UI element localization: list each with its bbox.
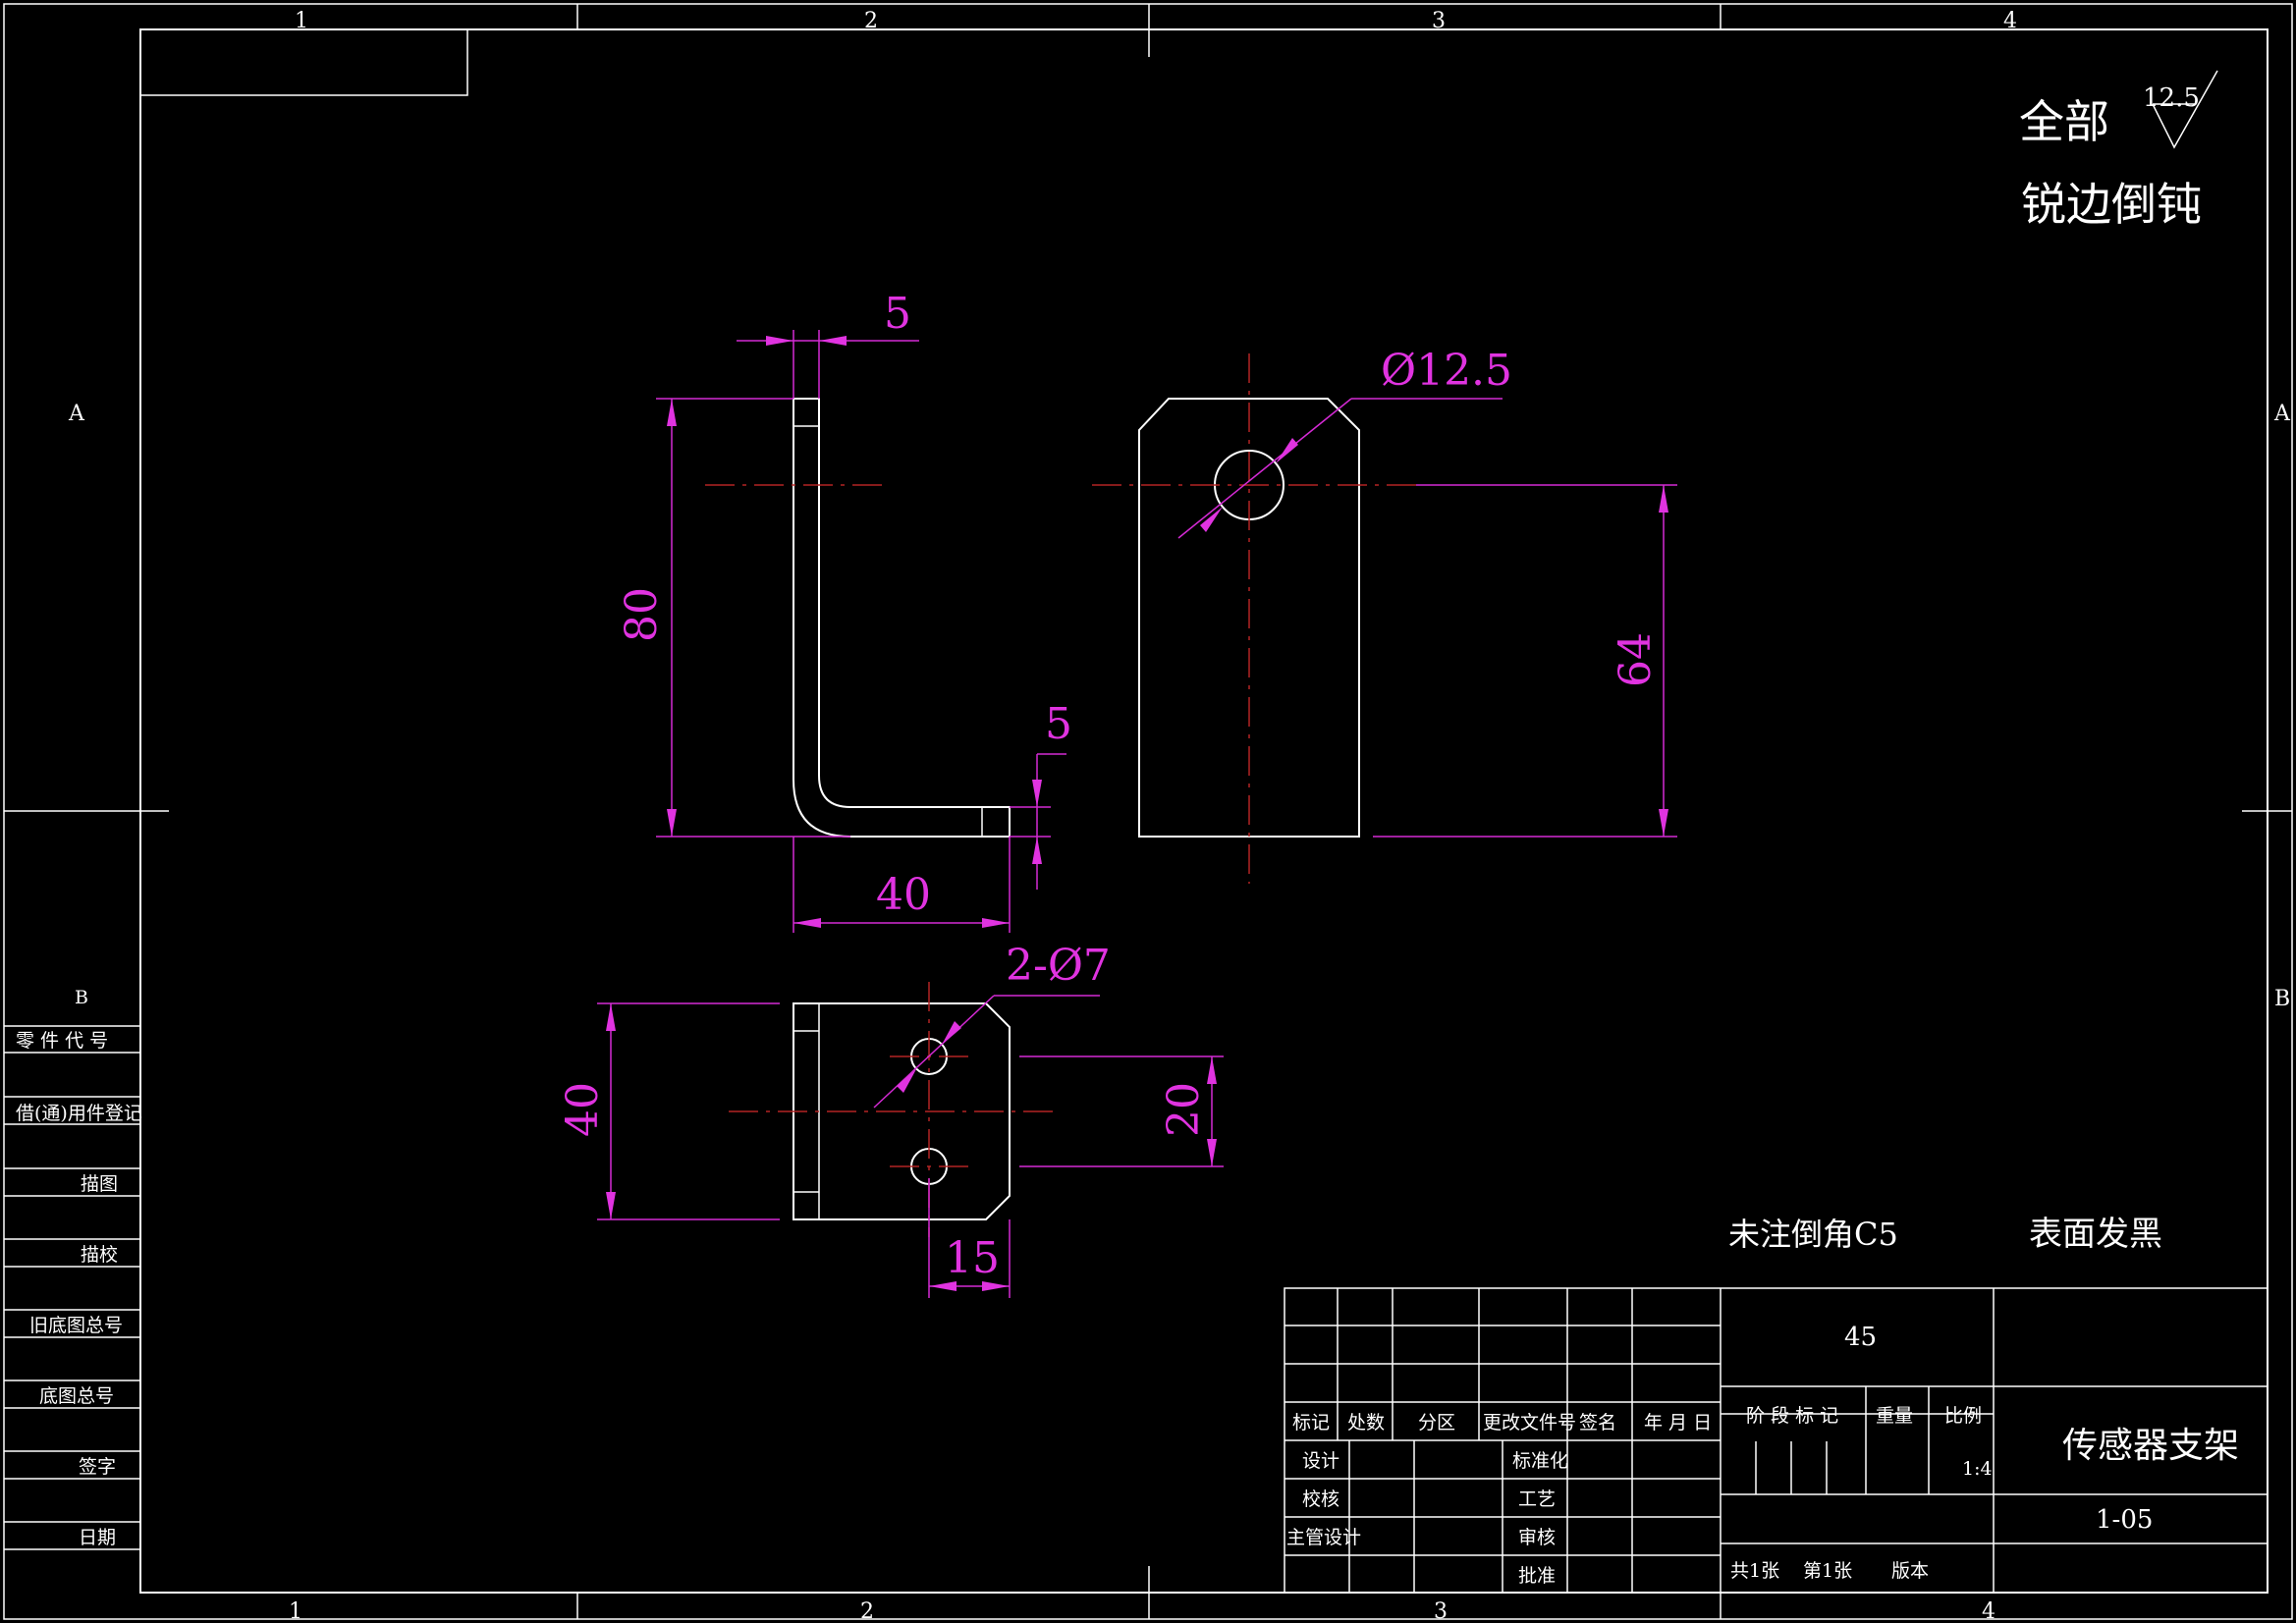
zone-label-left-a: A bbox=[68, 402, 85, 426]
zone-label-top-2: 2 bbox=[864, 9, 878, 33]
dim-hole-offset-15: 15 bbox=[945, 1233, 1000, 1283]
tb-role-check: 校核 bbox=[1302, 1488, 1339, 1510]
zone-label-right-a: A bbox=[2273, 402, 2291, 426]
tb-role-process: 工艺 bbox=[1518, 1488, 1556, 1510]
dim-hole-spacing-20: 20 bbox=[1159, 1082, 1209, 1137]
tb-header-date: 年 月 日 bbox=[1644, 1412, 1712, 1434]
tb-header-signature: 签名 bbox=[1579, 1412, 1616, 1434]
dim-width-40: 40 bbox=[558, 1082, 608, 1137]
tb-role-review: 审核 bbox=[1518, 1527, 1556, 1548]
tb-scale-value: 1:4 bbox=[1962, 1458, 1993, 1480]
tb-header-zone: 分区 bbox=[1418, 1412, 1455, 1434]
dim-hole-diameter: Ø12.5 bbox=[1381, 346, 1512, 396]
dim-height-80: 80 bbox=[617, 587, 667, 642]
left-row-base-no: 底图总号 bbox=[39, 1385, 114, 1407]
zone-ticks bbox=[4, 4, 2292, 1619]
tb-drawing-number: 1-05 bbox=[2096, 1505, 2153, 1535]
zone-label-bottom-2: 2 bbox=[860, 1599, 874, 1623]
dim-hole-height-64: 64 bbox=[1611, 632, 1661, 687]
chamfer-note: 未注倒角C5 bbox=[1728, 1216, 1898, 1253]
tb-weight-label: 重量 bbox=[1876, 1405, 1913, 1427]
dim-length-40: 40 bbox=[876, 870, 931, 920]
tb-header-count: 处数 bbox=[1347, 1412, 1385, 1434]
roughness-value: 12.5 bbox=[2143, 83, 2200, 113]
tb-part-name: 传感器支架 bbox=[2062, 1426, 2239, 1466]
side-view-outline bbox=[793, 398, 1011, 838]
tb-role-approve: 批准 bbox=[1518, 1565, 1556, 1587]
left-row-part-code: 零 件 代 号 bbox=[16, 1030, 108, 1052]
tb-scale-label: 比例 bbox=[1944, 1405, 1982, 1427]
dim-two-holes: 2-Ø7 bbox=[1006, 941, 1111, 991]
tb-version-label: 版本 bbox=[1891, 1560, 1929, 1582]
left-row-old-base-no: 旧底图总号 bbox=[29, 1315, 123, 1336]
zone-label-top-3: 3 bbox=[1432, 9, 1446, 33]
tb-sheet-number: 第1张 bbox=[1803, 1560, 1852, 1582]
zone-label-bottom-4: 4 bbox=[1982, 1599, 1995, 1623]
zone-label-top-4: 4 bbox=[2003, 9, 2017, 33]
tb-role-standardize: 标准化 bbox=[1512, 1450, 1568, 1472]
left-row-trace-check: 描校 bbox=[81, 1244, 118, 1266]
bottom-view: 2-Ø7 40 20 15 bbox=[558, 941, 1224, 1298]
top-left-box bbox=[139, 28, 468, 96]
title-block bbox=[1284, 1287, 2269, 1594]
front-view: Ø12.5 64 bbox=[1092, 346, 1677, 884]
zone-label-right-b: B bbox=[2274, 987, 2290, 1011]
tb-header-mark: 标记 bbox=[1292, 1412, 1330, 1434]
left-row-date: 日期 bbox=[79, 1527, 116, 1548]
tb-role-chief-design: 主管设计 bbox=[1286, 1527, 1361, 1548]
roughness-prefix: 全部 bbox=[2019, 95, 2109, 148]
left-row-signature: 签字 bbox=[79, 1456, 116, 1478]
left-row-trace: 描图 bbox=[81, 1173, 118, 1195]
tb-role-design: 设计 bbox=[1302, 1450, 1339, 1472]
front-view-outline bbox=[1138, 398, 1360, 838]
left-label-b: B bbox=[75, 987, 88, 1008]
side-view: 5 80 5 40 bbox=[617, 289, 1072, 933]
dim-thickness-side: 5 bbox=[1045, 699, 1072, 749]
dim-thickness-top: 5 bbox=[884, 289, 911, 339]
zone-label-bottom-3: 3 bbox=[1434, 1599, 1448, 1623]
edge-note: 锐边倒钝 bbox=[2021, 178, 2202, 231]
left-row-borrow-register: 借(通)用件登记 bbox=[16, 1103, 142, 1124]
surface-note: 表面发黑 bbox=[2029, 1215, 2162, 1254]
tb-header-change-doc: 更改文件号 bbox=[1483, 1412, 1576, 1434]
left-column-table bbox=[4, 1025, 140, 1550]
tb-stage-label: 阶 段 标 记 bbox=[1746, 1405, 1838, 1427]
zone-label-top-1: 1 bbox=[295, 9, 308, 33]
tb-sheet-total: 共1张 bbox=[1730, 1560, 1779, 1582]
roughness-symbol bbox=[2152, 70, 2218, 149]
tb-material: 45 bbox=[1844, 1323, 1877, 1352]
zone-label-bottom-1: 1 bbox=[289, 1599, 302, 1623]
